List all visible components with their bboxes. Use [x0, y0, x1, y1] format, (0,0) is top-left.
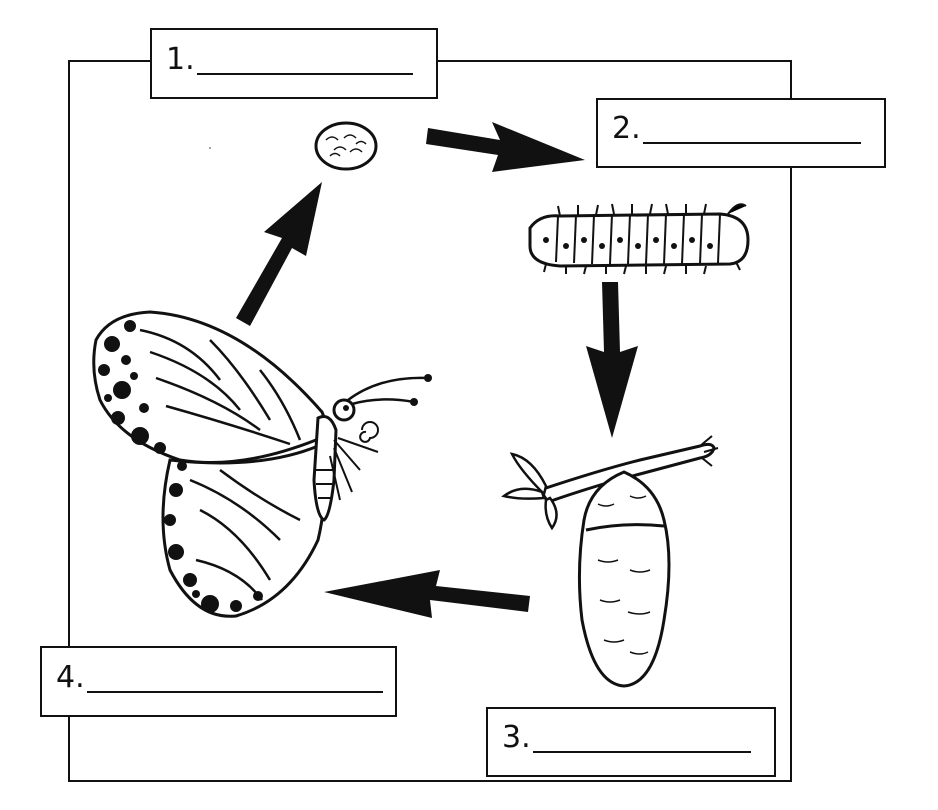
answer-line-4[interactable]	[86, 690, 383, 693]
label-number-3: 3.	[502, 720, 531, 755]
label-number-2: 2.	[612, 111, 641, 146]
arrow-larva-to-pupa	[586, 282, 638, 438]
chrysalis-icon	[501, 435, 719, 688]
label-box-3: 3.	[486, 707, 776, 777]
label-number-4: 4.	[56, 660, 85, 695]
arrow-egg-to-larva	[426, 122, 585, 172]
answer-line-1[interactable]	[196, 72, 413, 75]
label-box-2: 2.	[596, 98, 886, 168]
caterpillar-icon	[528, 203, 750, 275]
label-box-4: 4.	[40, 646, 397, 717]
butterfly-icon	[92, 310, 432, 618]
label-box-1: 1.	[150, 28, 438, 99]
arrow-adult-to-egg	[236, 182, 322, 326]
label-number-1: 1.	[166, 42, 195, 77]
egg-icon	[314, 121, 378, 171]
answer-line-2[interactable]	[642, 141, 861, 144]
arrow-pupa-to-adult	[324, 570, 530, 618]
speck	[209, 147, 211, 149]
answer-line-3[interactable]	[532, 750, 751, 753]
